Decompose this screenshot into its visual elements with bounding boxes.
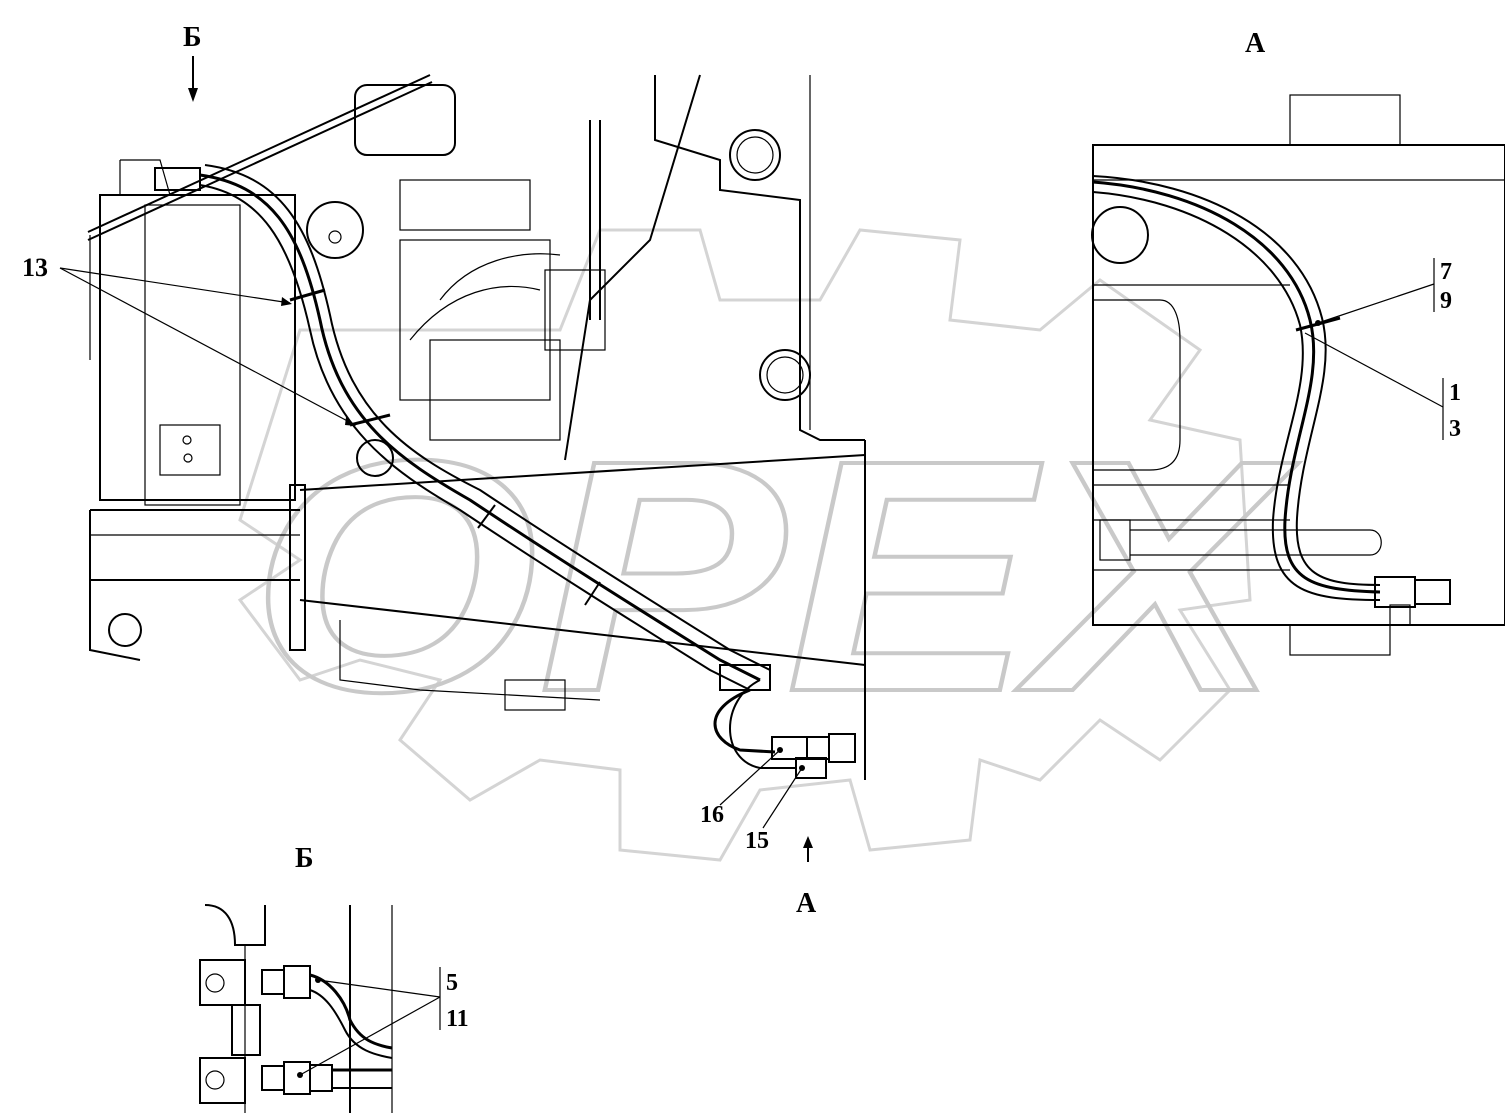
cab-panel	[564, 74, 865, 461]
callout-16-label: 16	[700, 802, 724, 828]
callout-5-11: 5 11	[297, 967, 469, 1078]
boom-beam	[87, 74, 433, 241]
view-a-title: А	[1245, 28, 1266, 59]
view-b: Б 5 11	[199, 843, 469, 1113]
callout-1-3: 1 3	[1304, 332, 1461, 442]
callout-7-9: 7 9	[1315, 258, 1452, 326]
watermark-text: OPEX	[250, 391, 1299, 760]
callout-9-label: 9	[1440, 288, 1452, 314]
callout-13-label: 13	[22, 253, 48, 282]
callout-13: 13	[22, 253, 356, 426]
callout-1-label: 1	[1449, 380, 1461, 406]
hose-fittings-view-b	[261, 965, 393, 1095]
callout-3-label: 3	[1449, 416, 1461, 442]
watermark-gear-outline	[237, 228, 1252, 862]
view-arrow-a-letter: А	[796, 888, 817, 919]
engine	[306, 84, 606, 477]
hose-bundle-main	[154, 164, 795, 769]
view-arrow-b: Б	[183, 22, 202, 102]
callout-11-label: 11	[446, 1006, 469, 1032]
view-a: А 7 9	[1091, 28, 1505, 656]
radiator	[89, 159, 296, 506]
callout-16: 16	[700, 749, 781, 828]
couplings	[771, 733, 856, 779]
view-arrow-b-letter: Б	[183, 22, 202, 53]
hose-bundle-view-a	[1092, 175, 1451, 626]
callout-15: 15	[745, 767, 803, 854]
callout-5-label: 5	[446, 970, 458, 996]
main-view: Б А 13 16 15	[22, 22, 866, 919]
callout-15-label: 15	[745, 828, 769, 854]
callout-7-label: 7	[1440, 259, 1452, 285]
view-b-title: Б	[295, 843, 314, 874]
watermark: OPEX	[237, 228, 1301, 862]
chassis-frame	[89, 440, 866, 780]
view-arrow-a: А	[796, 836, 817, 919]
